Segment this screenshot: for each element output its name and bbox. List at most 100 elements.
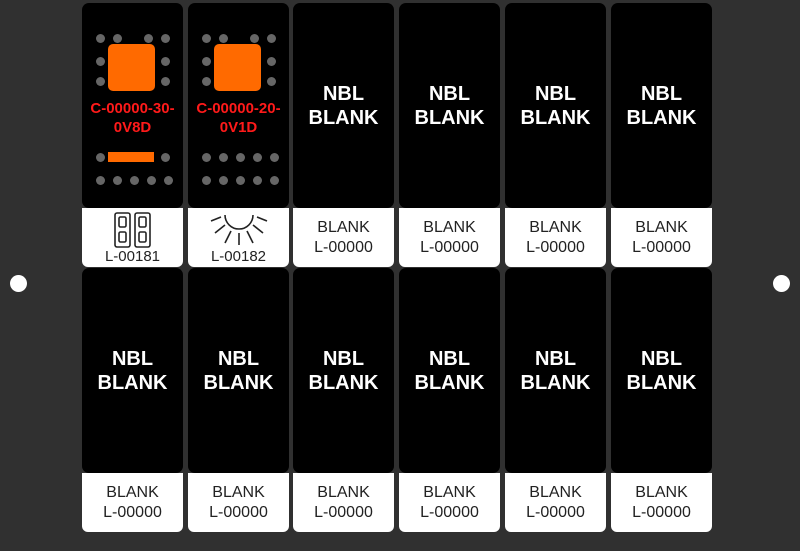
switch-r1-c6[interactable]: NBL BLANK BLANK L-00000	[611, 3, 712, 267]
lamp-indicator	[214, 44, 261, 91]
rocker-text-line1: NBL	[534, 82, 577, 105]
led-dot	[144, 34, 153, 43]
rocker-r2-c2[interactable]: NBL BLANK	[188, 268, 289, 473]
rocker-text-line2: BLANK	[626, 106, 697, 129]
rocker-r1-c5[interactable]: NBL BLANK	[505, 3, 606, 208]
label-code: L-00000	[526, 238, 585, 256]
label-code: L-00182	[210, 248, 267, 265]
led-dot	[113, 34, 122, 43]
dual-switch-icon	[113, 212, 151, 248]
led-dot	[267, 57, 276, 66]
led-dot	[219, 176, 228, 185]
rocker-text-line1: NBL	[322, 82, 365, 105]
led-dot	[219, 153, 228, 162]
light-rays-icon	[210, 214, 267, 245]
rocker-text-line2: BLANK	[520, 106, 591, 129]
rocker-r2-c6[interactable]: NBL BLANK	[611, 268, 712, 473]
led-dot	[96, 176, 105, 185]
rocker-r2-c5[interactable]: NBL BLANK	[505, 268, 606, 473]
switch-r1-c2[interactable]: C-00000-20-0V1D L-00182	[188, 3, 289, 267]
label-plate-r2-c6: BLANK L-00000	[611, 473, 712, 532]
led-dot	[164, 176, 173, 185]
label-code: L-00000	[314, 238, 373, 256]
label-plate-r1-c6: BLANK L-00000	[611, 208, 712, 267]
rocker-r2-c3[interactable]: NBL BLANK	[293, 268, 394, 473]
label-plate-r2-c5: BLANK L-00000	[505, 473, 606, 532]
part-code: C-00000-20-0V1D	[196, 100, 281, 136]
rocker-r1-c1[interactable]: C-00000-30-0V8D	[82, 3, 183, 208]
switch-r2-c4[interactable]: NBL BLANK BLANK L-00000	[399, 268, 500, 532]
switch-r2-c2[interactable]: NBL BLANK BLANK L-00000	[188, 268, 289, 532]
switch-r2-c1[interactable]: NBL BLANK BLANK L-00000	[82, 268, 183, 532]
rocker-text-line1: NBL	[640, 347, 683, 370]
rocker-text-line1: NBL	[322, 347, 365, 370]
switch-r2-c3[interactable]: NBL BLANK BLANK L-00000	[293, 268, 394, 532]
rocker-r2-c4[interactable]: NBL BLANK	[399, 268, 500, 473]
switch-r1-c5[interactable]: NBL BLANK BLANK L-00000	[505, 3, 606, 267]
led-dot	[253, 176, 262, 185]
led-dot	[202, 176, 211, 185]
rocker-text-line1: NBL	[428, 347, 471, 370]
label-text: BLANK	[317, 483, 370, 501]
rocker-text-line2: BLANK	[414, 371, 485, 394]
label-code: L-00000	[103, 503, 162, 521]
part-code: C-00000-30-0V8D	[90, 100, 175, 136]
led-dot	[161, 57, 170, 66]
label-code: L-00181	[104, 248, 161, 265]
label-plate-r2-c4: BLANK L-00000	[399, 473, 500, 532]
led-dot	[161, 34, 170, 43]
label-text: BLANK	[635, 218, 688, 236]
rocker-text-line2: BLANK	[97, 371, 168, 394]
led-dot	[161, 153, 170, 162]
led-dot	[236, 176, 245, 185]
switch-r1-c4[interactable]: NBL BLANK BLANK L-00000	[399, 3, 500, 267]
rocker-text-line1: NBL	[640, 82, 683, 105]
mount-hole-left	[10, 275, 27, 292]
led-dot	[96, 153, 105, 162]
led-dot	[250, 34, 259, 43]
label-code: L-00000	[632, 238, 691, 256]
label-code: L-00000	[420, 503, 479, 521]
led-dot	[147, 176, 156, 185]
lamp-indicator	[108, 44, 155, 91]
label-plate-r2-c1: BLANK L-00000	[82, 473, 183, 532]
lamp-bar	[108, 152, 154, 162]
led-dot	[270, 153, 279, 162]
led-dot	[202, 77, 211, 86]
label-text: BLANK	[423, 483, 476, 501]
led-dot	[267, 77, 276, 86]
led-dot	[202, 153, 211, 162]
label-plate-r1-c4: BLANK L-00000	[399, 208, 500, 267]
switch-r1-c1[interactable]: C-00000-30-0V8D L-00181	[82, 3, 183, 267]
switch-r2-c6[interactable]: NBL BLANK BLANK L-00000	[611, 268, 712, 532]
label-text: BLANK	[212, 483, 265, 501]
label-code: L-00000	[420, 238, 479, 256]
led-dot	[202, 57, 211, 66]
switch-r2-c5[interactable]: NBL BLANK BLANK L-00000	[505, 268, 606, 532]
label-code: L-00000	[632, 503, 691, 521]
rocker-r2-c1[interactable]: NBL BLANK	[82, 268, 183, 473]
label-plate-r1-c2: L-00182	[188, 208, 289, 267]
rocker-text-line2: BLANK	[203, 371, 274, 394]
rocker-text-line2: BLANK	[414, 106, 485, 129]
led-dot	[96, 34, 105, 43]
rocker-r1-c6[interactable]: NBL BLANK	[611, 3, 712, 208]
rocker-text-line2: BLANK	[626, 371, 697, 394]
led-dot	[236, 153, 245, 162]
rocker-text-line1: NBL	[217, 347, 260, 370]
rocker-r1-c3[interactable]: NBL BLANK	[293, 3, 394, 208]
switch-r1-c3[interactable]: NBL BLANK BLANK L-00000	[293, 3, 394, 267]
label-plate-r1-c3: BLANK L-00000	[293, 208, 394, 267]
led-dot	[96, 57, 105, 66]
label-text: BLANK	[635, 483, 688, 501]
label-code: L-00000	[209, 503, 268, 521]
led-dot	[253, 153, 262, 162]
rocker-r1-c2[interactable]: C-00000-20-0V1D	[188, 3, 289, 208]
label-text: BLANK	[529, 483, 582, 501]
rocker-text-line1: NBL	[111, 347, 154, 370]
led-dot	[161, 77, 170, 86]
rocker-text-line2: BLANK	[308, 106, 379, 129]
label-text: BLANK	[317, 218, 370, 236]
rocker-r1-c4[interactable]: NBL BLANK	[399, 3, 500, 208]
